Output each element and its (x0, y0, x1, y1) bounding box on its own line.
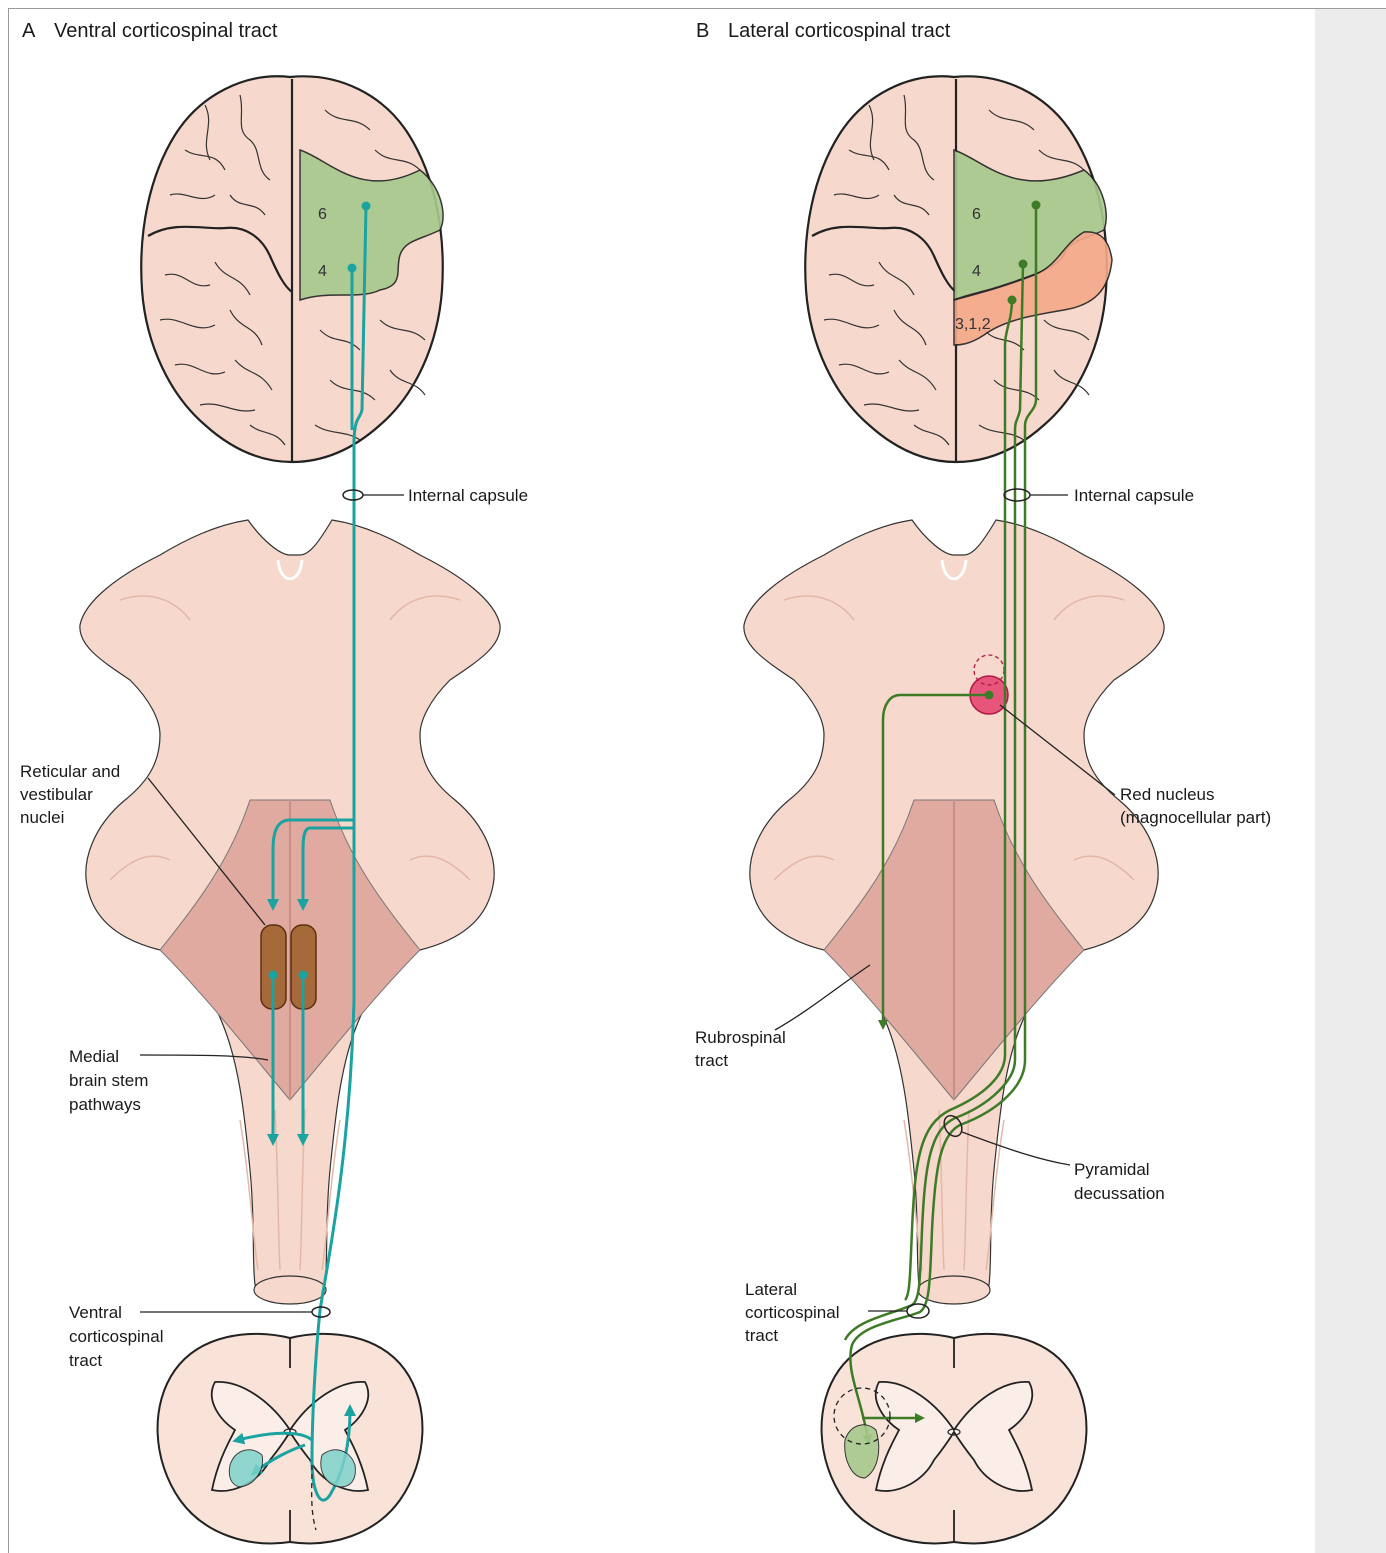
brain-b: 6 4 3,1,2 (805, 76, 1112, 462)
ventral-label-line2: corticospinal (69, 1327, 164, 1346)
panel-a-letter: A (22, 20, 36, 42)
lateral-label-line1: Lateral (745, 1280, 797, 1299)
red-nucleus-label-line1: Red nucleus (1120, 785, 1215, 804)
reticular-label-line3: nuclei (20, 808, 64, 827)
area-4-label-a: 4 (318, 263, 327, 280)
panel-a: A Ventral corticospinal tract 6 4 (20, 20, 528, 1543)
panel-a-title: Ventral corticospinal tract (54, 20, 278, 42)
lateral-tract-ring (907, 1304, 929, 1318)
rubrospinal-label-line1: Rubrospinal (695, 1028, 786, 1047)
cell-body-area6-b (1032, 201, 1041, 210)
cell-body-area4-a (348, 264, 357, 273)
reticular-label-line2: vestibular (20, 785, 93, 804)
rubrospinal-label-line2: tract (695, 1051, 728, 1070)
area-312-label-b: 3,1,2 (955, 316, 991, 333)
brainstem-a (80, 520, 500, 1304)
area-6-label-a: 6 (318, 206, 327, 223)
nucleus-cell-left (269, 971, 278, 980)
area-6-label-b: 6 (972, 206, 981, 223)
medial-label-line3: pathways (69, 1095, 141, 1114)
nucleus-cell-right (299, 971, 308, 980)
spinal-cord-a (158, 1334, 423, 1544)
cell-body-area312-b (1008, 296, 1017, 305)
internal-capsule-label-b: Internal capsule (1074, 486, 1194, 505)
lateral-label-line3: tract (745, 1326, 778, 1345)
red-nucleus-label-line2: (magnocellular part) (1120, 808, 1271, 827)
medial-label-line1: Medial (69, 1047, 119, 1066)
cell-body-area4-b (1019, 260, 1028, 269)
pyramidal-label-line1: Pyramidal (1074, 1160, 1150, 1179)
ventral-label-line3: tract (69, 1351, 102, 1370)
ventral-label-line1: Ventral (69, 1303, 122, 1322)
panel-b: B Lateral corticospinal tract 6 4 3,1,2 (695, 20, 1271, 1543)
medial-label-line2: brain stem (69, 1071, 148, 1090)
pyramidal-label-line2: decussation (1074, 1184, 1165, 1203)
internal-capsule-label-a: Internal capsule (408, 486, 528, 505)
panel-b-title: Lateral corticospinal tract (728, 20, 951, 42)
lateral-label-line2: corticospinal (745, 1303, 840, 1322)
area-4-label-b: 4 (972, 263, 981, 280)
red-nucleus-cell (985, 691, 994, 700)
brain-a: 6 4 (141, 76, 443, 462)
panel-b-letter: B (696, 20, 709, 42)
cell-body-area6-a (362, 202, 371, 211)
reticular-label-line1: Reticular and (20, 762, 120, 781)
